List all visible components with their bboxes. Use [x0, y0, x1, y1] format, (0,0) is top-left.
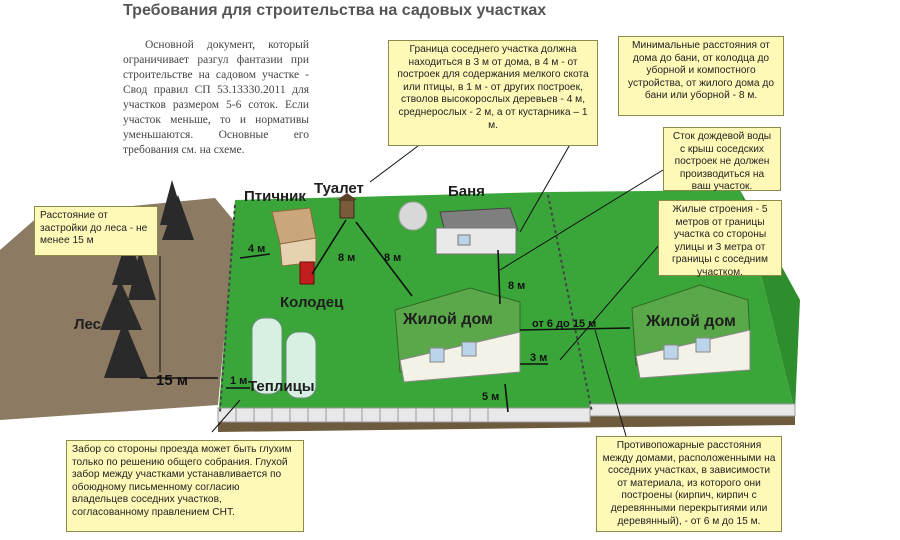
- dimension-arrows: [140, 219, 631, 413]
- dim-forest-gap: 15 м: [156, 372, 188, 389]
- middle-fence: [547, 194, 593, 413]
- note-rain-runoff: Сток дождевой воды с крыш соседских пост…: [663, 127, 781, 192]
- label-bath: Баня: [448, 183, 485, 200]
- dim-poultry-gap: 4 м: [248, 243, 266, 255]
- neighbor-fence: [589, 403, 796, 417]
- well-box: [299, 261, 315, 285]
- note-fence: Забор со стороны проезда может быть глух…: [66, 440, 304, 532]
- house-1-shape: [394, 287, 521, 383]
- poultry-house: [271, 207, 317, 285]
- note-neighbor-border: Граница соседнего участка должна находит…: [388, 40, 598, 146]
- intro-text: Основной документ, который ограничивает …: [123, 39, 309, 156]
- front-fence: [217, 407, 591, 423]
- label-forest: Лес: [74, 316, 102, 333]
- dim-houses-gap: от 6 до 15 м: [532, 318, 597, 330]
- left-fence: [219, 204, 236, 413]
- forest-trees: [100, 180, 194, 378]
- dim-house-front: 5 м: [482, 391, 500, 403]
- toilet-building: [337, 193, 357, 219]
- label-toilet: Туалет: [314, 180, 364, 197]
- dim-bath-house: 8 м: [508, 280, 526, 292]
- label-poultry: Птичник: [244, 188, 306, 205]
- dim-house-side: 3 м: [530, 352, 548, 364]
- dim-toilet-house: 8 м: [384, 252, 402, 264]
- label-well: Колодец: [280, 294, 344, 311]
- note-fire-distances: Противопожарные расстояния между домами,…: [596, 436, 782, 532]
- page-title: Требования для строительства на садовых …: [123, 2, 547, 19]
- label-greenhouses: Теплицы: [248, 378, 315, 395]
- note-forest-distance: Расстояние от застройки до леса - не мен…: [34, 206, 158, 256]
- house-2-shape: [631, 284, 751, 379]
- dim-greenhouse-gap: 1 м: [230, 375, 248, 387]
- callout-lines: [159, 119, 664, 437]
- note-min-distances: Минимальные расстояния от дома до бани, …: [618, 36, 784, 116]
- dim-well-toilet: 8 м: [338, 252, 356, 264]
- label-house-1: Жилой дом: [403, 311, 493, 328]
- note-residential: Жилые строения - 5 метров от границы уча…: [658, 200, 782, 278]
- bath-house: [435, 207, 519, 255]
- tree: [398, 201, 428, 231]
- greenhouses-shape: [251, 317, 317, 399]
- label-house-2: Жилой дом: [646, 313, 736, 330]
